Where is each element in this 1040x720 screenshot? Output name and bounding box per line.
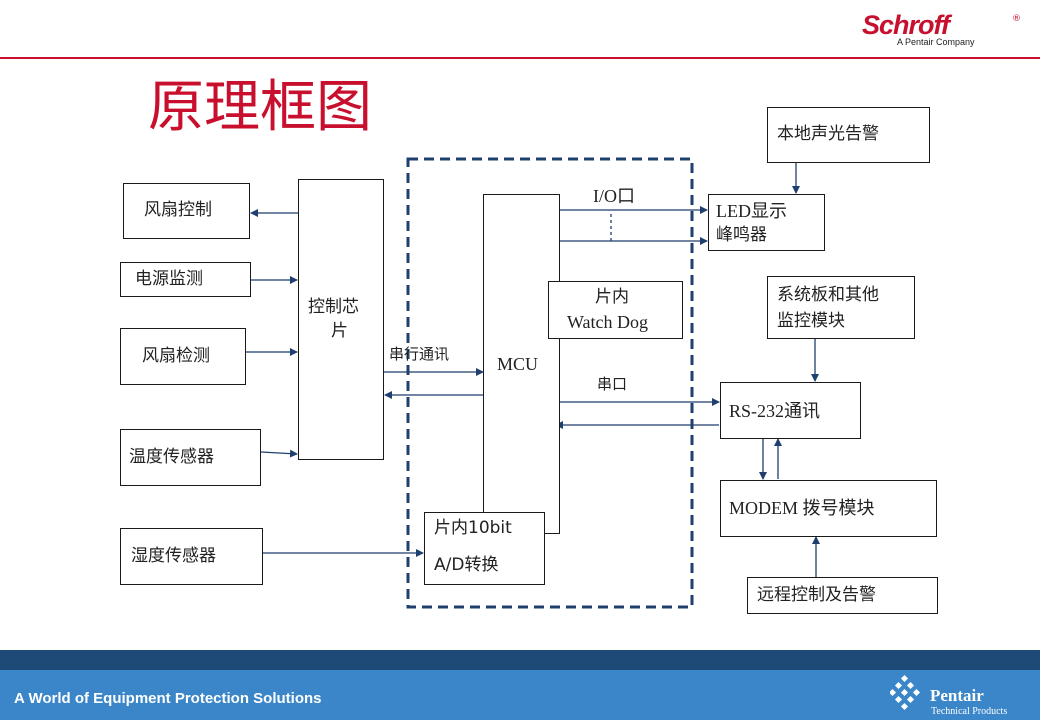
humidity-sensor-label: 湿度传感器 [131, 546, 216, 566]
temp-sensor-box [120, 429, 261, 486]
serial-port-label: 串口 [597, 375, 628, 393]
mcu-box [483, 194, 560, 534]
led-buzzer-box [708, 194, 825, 251]
fan-control-label: 风扇控制 [144, 200, 212, 220]
fan-detect-box [120, 328, 246, 385]
remote-control-label: 远程控制及告警 [757, 585, 876, 605]
power-monitor-box [120, 262, 251, 297]
footer-band-dark [0, 650, 1040, 670]
modem-box [720, 480, 937, 537]
registered-mark: ® [1012, 14, 1021, 24]
mcu-dashed-boundary [406, 157, 694, 609]
watchdog-label-line2: Watch Dog [567, 312, 649, 332]
rs232-box [720, 382, 861, 439]
power-monitor-label: 电源监测 [135, 269, 203, 289]
humidity-sensor-box [120, 528, 263, 585]
temp-sensor-label: 温度传感器 [129, 447, 214, 467]
watchdog-label-line1: 片内 [595, 287, 629, 307]
control-chip-label-line1: 控制芯 [308, 297, 359, 317]
adc-label-line1: 片内10bit [434, 518, 512, 538]
sysboard-label-line2: 监控模块 [777, 311, 845, 331]
modem-label: MODEM 拨号模块 [729, 498, 875, 518]
rs232-label: RS-232通讯 [729, 401, 821, 421]
serial-comm-label: 串行通讯 [389, 345, 450, 363]
led-buzzer-label-line1: LED显示 [716, 201, 787, 221]
schroff-logo: Schroff [862, 10, 950, 40]
adc-label-line2: A/D转换 [434, 555, 499, 575]
control-chip-box [298, 179, 384, 460]
local-alarm-box [767, 107, 930, 163]
pentair-logo-subtitle: Technical Products [931, 706, 1008, 717]
sysboard-box [767, 276, 915, 339]
local-alarm-label: 本地声光告警 [777, 124, 879, 144]
io-port-label: I/O口 [593, 186, 635, 206]
schroff-logo-subtitle: A Pentair Company [897, 37, 975, 47]
control-chip-label-line2: 片 [331, 321, 348, 341]
mcu-label: MCU [497, 354, 539, 374]
page-title: 原理框图 [148, 75, 372, 140]
remote-control-box [747, 577, 938, 614]
footer-slogan: A World of Equipment Protection Solution… [14, 690, 322, 707]
fan-detect-label: 风扇检测 [142, 346, 210, 366]
footer-band [0, 670, 1040, 720]
arrow-temp-sensor [260, 449, 298, 458]
fan-control-box [123, 183, 250, 239]
pentair-logo-text: Pentair [930, 686, 984, 705]
watchdog-box [548, 281, 683, 339]
adc-box [424, 512, 545, 585]
header-divider [0, 57, 1040, 59]
pentair-logo-icon [890, 674, 921, 711]
sysboard-label-line1: 系统板和其他 [777, 285, 879, 305]
led-buzzer-label-line2: 峰鸣器 [716, 225, 767, 245]
